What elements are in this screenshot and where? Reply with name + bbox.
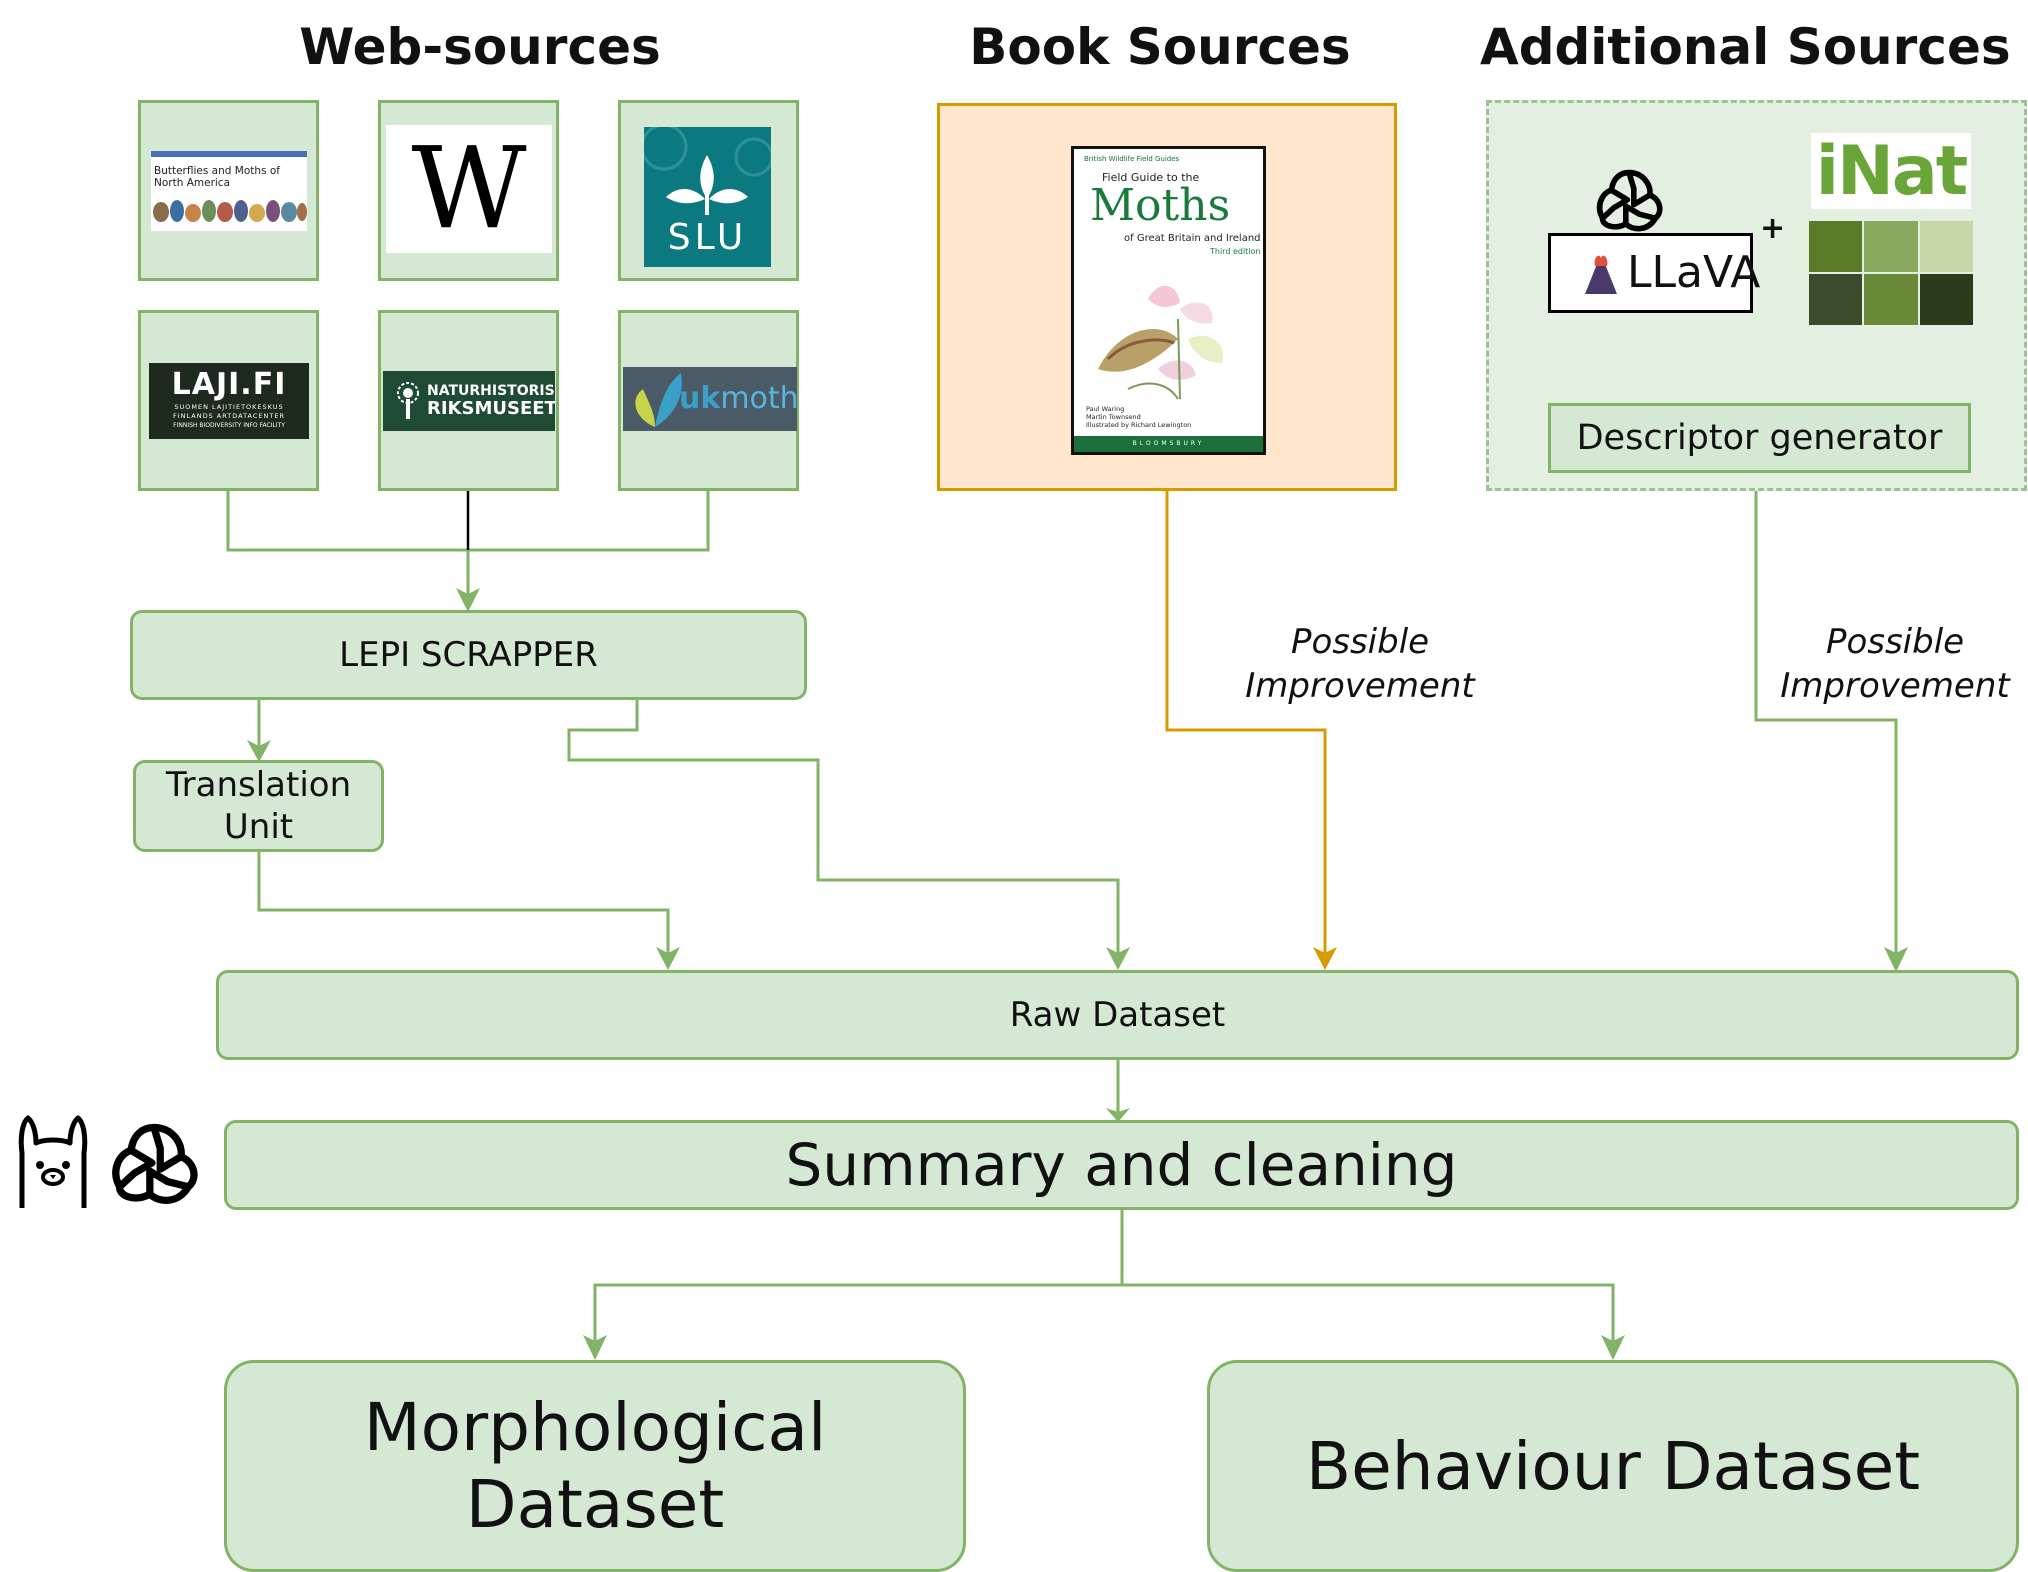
book-author-1: Paul Waring <box>1086 405 1125 413</box>
moth-wing-icon <box>635 373 682 427</box>
butterflies-strip-icon <box>153 200 307 222</box>
book-subtitle: of Great Britain and Ireland <box>1124 233 1261 244</box>
book-title: Moths <box>1090 180 1231 231</box>
insect-photo <box>1809 221 1863 272</box>
ukmoths-logo-moths: moths <box>720 381 797 416</box>
insect-photo <box>1919 221 1973 272</box>
edge-translation-raw <box>257 850 670 955</box>
additional-improvement-line1: Possible <box>1825 622 1965 662</box>
ukmoths-logo-uk: uk <box>679 381 721 416</box>
book-source-box: British Wildlife Field Guides Field Guid… <box>937 103 1397 491</box>
arrow-scrapper <box>456 588 480 612</box>
volcano-icon <box>1585 255 1617 294</box>
book-publisher: BLOOMSBURY <box>1074 436 1263 452</box>
ukmoths-logo-text: ukmoths <box>679 381 797 417</box>
laji-logo: LAJI.FI SUOMEN LAJITIETOKESKUS FINLANDS … <box>149 363 309 439</box>
insect-photo <box>1864 221 1918 272</box>
edge-descriptor-raw <box>1754 470 1898 955</box>
web-source-wikipedia: W <box>378 100 559 281</box>
web-source-slu: SLU <box>618 100 799 281</box>
web-source-ukmoths: ukmoths <box>618 310 799 491</box>
book-author-2: Martin Townsend <box>1086 413 1141 421</box>
heading-additional-sources: Additional Sources <box>1480 18 2011 76</box>
book-author-3: Illustrated by Richard Lewington <box>1086 421 1192 429</box>
web-source-laji: LAJI.FI SUOMEN LAJITIETOKESKUS FINLANDS … <box>138 310 319 491</box>
edge-book-raw <box>1165 490 1327 955</box>
laji-logo-line1: SUOMEN LAJITIETOKESKUS <box>174 403 284 411</box>
laji-logo-line3: FINNISH BIODIVERSITY INFO FACILITY <box>173 422 285 429</box>
web-source-naturhistoriska: NATURHISTORISKA RIKSMUSEET <box>378 310 559 491</box>
inaturalist-logo: iNat <box>1811 133 1971 211</box>
arrow-raw-3 <box>1313 947 1337 970</box>
summary-cleaning-box: Summary and cleaning <box>224 1120 2019 1210</box>
lepi-scrapper-box: LEPI SCRAPPER <box>130 610 807 700</box>
naturhistoriska-logo: NATURHISTORISKA RIKSMUSEET <box>383 371 555 431</box>
arrow-summary <box>1106 1108 1130 1122</box>
behaviour-dataset-box: Behaviour Dataset <box>1207 1360 2019 1572</box>
edge-web-right <box>472 490 710 552</box>
book-cover: British Wildlife Field Guides Field Guid… <box>1071 146 1266 455</box>
morphological-dataset-box: Morphological Dataset <box>224 1360 966 1572</box>
book-improvement-line2: Improvement <box>1245 666 1475 706</box>
ukmoths-logo: ukmoths <box>623 367 797 431</box>
additional-improvement-line2: Improvement <box>1780 666 2010 706</box>
tree-icon <box>397 382 419 419</box>
openai-icon <box>112 1123 198 1204</box>
arrow-translation <box>247 740 271 762</box>
raw-dataset-box: Raw Dataset <box>216 970 2019 1060</box>
book-improvement-line1: Possible <box>1290 622 1430 662</box>
llava-logo: LLaVA <box>1548 233 1760 313</box>
openai-logo-icon <box>1596 169 1663 232</box>
edge-scrapper-raw <box>567 700 1120 955</box>
descriptor-generator-box: Descriptor generator <box>1548 403 1971 473</box>
translation-unit-box: Translation Unit <box>133 760 384 852</box>
laji-logo-main: LAJI.FI <box>171 367 287 402</box>
moth-flower-illustration <box>1098 285 1224 400</box>
slu-logo-text: SLU <box>667 217 748 258</box>
llava-logo-text: LLaVA <box>1627 247 1761 298</box>
web-source-butterflies: Butterflies and Moths of North America <box>138 100 319 281</box>
insect-photo <box>1919 274 1973 325</box>
slu-leaf-icon <box>644 127 771 215</box>
butterflies-logo-text: Butterflies and Moths of North America <box>154 165 280 189</box>
book-authors: Paul Waring Martin Townsend Illustrated … <box>1086 405 1191 429</box>
heading-web-sources: Web-sources <box>299 18 661 76</box>
arrow-morph <box>583 1335 607 1360</box>
wikipedia-w-icon: W <box>411 125 527 253</box>
edge-web-left <box>226 490 472 552</box>
laji-logo-line2: FINLANDS ARTDATACENTER <box>173 412 285 420</box>
insect-photo <box>1864 274 1918 325</box>
arrow-behaviour <box>1601 1335 1625 1360</box>
llama-icon <box>18 1115 88 1208</box>
butterflies-logo: Butterflies and Moths of North America <box>151 151 307 231</box>
arrow-raw-2 <box>1106 947 1130 970</box>
arrow-raw-1 <box>656 947 680 970</box>
slu-logo: SLU <box>644 127 771 267</box>
wikipedia-logo: W <box>386 125 552 253</box>
edge-summary-split <box>593 1210 1124 1345</box>
book-subtitle-top: Field Guide to the <box>1102 171 1200 184</box>
insect-photo <box>1809 274 1863 325</box>
arrow-raw-4 <box>1884 947 1908 972</box>
edge-summary-right <box>1122 1283 1615 1345</box>
additional-improvement-note: Possible Improvement <box>1775 620 2015 708</box>
book-series: British Wildlife Field Guides <box>1084 155 1180 163</box>
naturhistoriska-logo-line1: NATURHISTORISKA <box>427 383 555 399</box>
book-edition: Third edition <box>1210 247 1261 256</box>
naturhistoriska-logo-line2: RIKSMUSEET <box>427 398 555 419</box>
book-improvement-note: Possible Improvement <box>1240 620 1480 708</box>
plus-sign: + <box>1760 211 1786 246</box>
insect-photo-grid <box>1809 221 1973 325</box>
heading-book-sources: Book Sources <box>969 18 1351 76</box>
additional-sources-box: LLaVA + iNat Descriptor generator <box>1486 100 2027 491</box>
